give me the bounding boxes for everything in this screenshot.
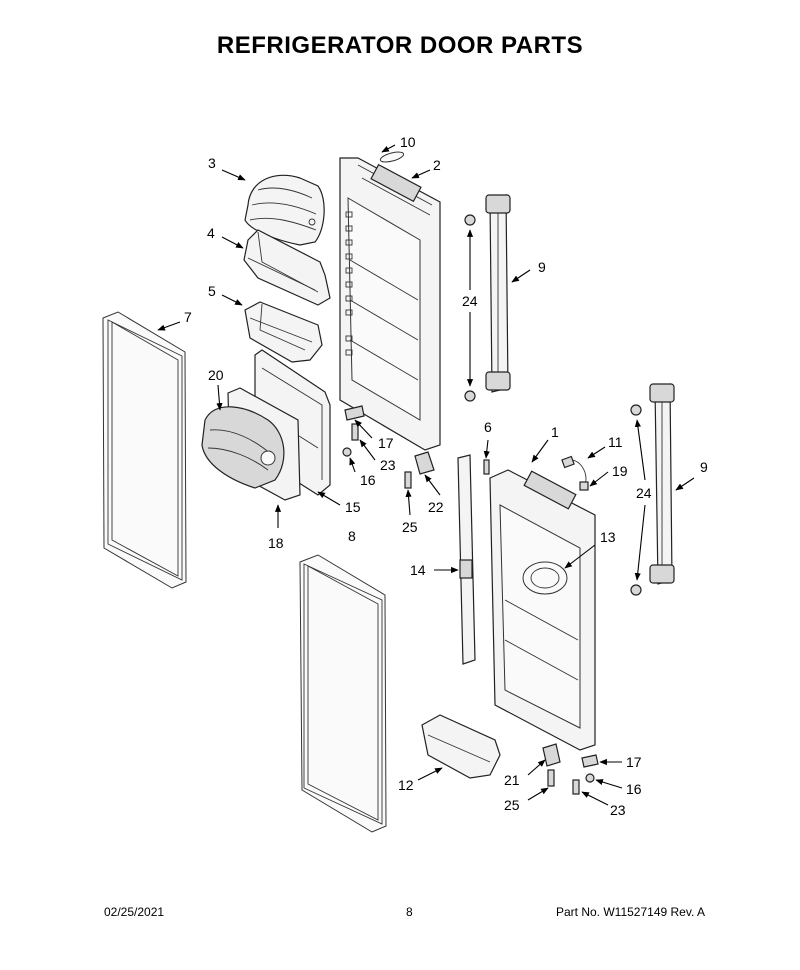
callout-21: 21: [504, 772, 520, 788]
callout-16-lower: 16: [626, 781, 642, 797]
callout-labels: 10 2 3 4 5 7 9 24 20 17 23 16 22 15 18 2…: [184, 134, 708, 818]
part-24-studs-upper: [464, 214, 476, 402]
page-title: REFRIGERATOR DOOR PARTS: [216, 32, 584, 59]
callout-20: 20: [208, 367, 224, 383]
callout-19: 19: [612, 463, 628, 479]
part-20-dispenser-cover: [201, 406, 285, 489]
part-7-door-gasket: [102, 311, 187, 589]
part-23-screw-upper: [351, 423, 359, 441]
callout-18: 18: [268, 535, 284, 551]
part-9-handle-lower: [649, 383, 675, 585]
callout-4: 4: [207, 225, 215, 241]
callout-10: 10: [400, 134, 416, 150]
part-8-door-gasket: [299, 554, 387, 833]
callout-7: 7: [184, 309, 192, 325]
callout-9-upper: 9: [538, 259, 546, 275]
part-16-bushing-lower: [585, 773, 595, 783]
footer-part-number: Part No. W11527149 Rev. A: [556, 905, 705, 919]
part-24-studs-lower: [630, 404, 646, 596]
footer-page-number: 8: [406, 905, 413, 919]
part-17-hinge-upper: [344, 405, 365, 421]
callout-8: 8: [348, 528, 356, 544]
part-11-harness: [561, 455, 587, 486]
part-16-bushing-upper: [342, 447, 352, 457]
callout-12: 12: [398, 777, 414, 793]
part-22-hinge-bracket: [414, 451, 435, 475]
callout-17-upper: 17: [378, 435, 394, 451]
callout-17-lower: 17: [626, 754, 642, 770]
part-12-door-bin: [421, 714, 501, 779]
part-21-hinge-bracket: [542, 743, 561, 767]
callout-24-upper: 24: [462, 293, 478, 309]
part-1-door-liner-right: [489, 469, 596, 751]
part-9-handle-upper: [485, 194, 511, 393]
part-25-screw-lower: [547, 769, 555, 787]
part-19-connector: [579, 481, 589, 491]
callout-24-lower: 24: [636, 485, 652, 501]
part-23-screw-lower: [572, 779, 580, 795]
callout-23-upper: 23: [380, 457, 396, 473]
callout-9-lower: 9: [700, 459, 708, 475]
callout-22: 22: [428, 499, 444, 515]
callout-2: 2: [433, 157, 441, 173]
part-17-hinge-lower: [581, 754, 599, 768]
callout-5: 5: [208, 283, 216, 299]
callout-14: 14: [410, 562, 426, 578]
callout-23-lower: 23: [610, 802, 626, 818]
callout-13: 13: [600, 529, 616, 545]
part-14-frame-strip: [457, 454, 476, 665]
part-5-door-bin: [244, 301, 323, 363]
part-13-dispenser-ring: [522, 561, 568, 595]
callout-11: 11: [608, 434, 623, 450]
callout-25-upper: 25: [402, 519, 418, 535]
callout-3: 3: [208, 155, 216, 171]
callout-1: 1: [551, 424, 559, 440]
part-6-screw: [483, 459, 490, 475]
part-10-seal: [379, 151, 405, 163]
leader-lines: [157, 144, 695, 806]
callout-16-upper: 16: [360, 472, 376, 488]
callout-25-lower: 25: [504, 797, 520, 813]
part-4-door-bin: [243, 229, 331, 306]
part-25-screw-upper: [404, 471, 412, 489]
part-2-door-liner-left: [339, 157, 441, 451]
callout-6: 6: [484, 419, 492, 435]
callout-15: 15: [345, 499, 361, 515]
footer-date: 02/25/2021: [104, 905, 165, 919]
